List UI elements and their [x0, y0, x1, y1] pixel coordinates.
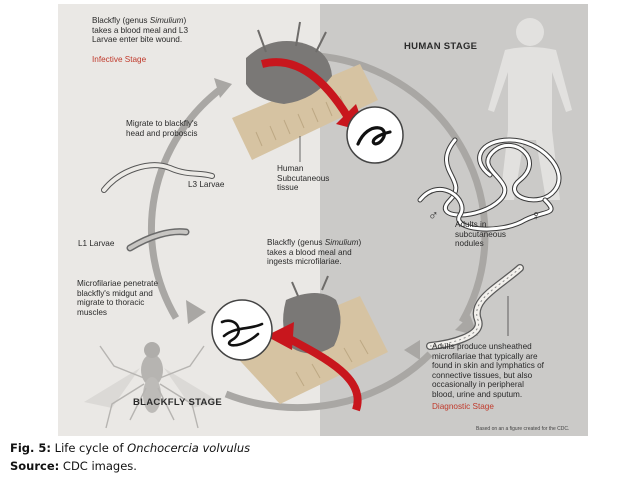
- label-ingest-bite: Blackfly (genus Simulium) takes a blood …: [267, 238, 362, 267]
- female-symbol: ♀: [531, 207, 542, 223]
- male-symbol: ♂: [428, 207, 439, 223]
- blackfly-stage-title: BLACKFLY STAGE: [133, 397, 223, 408]
- label-l3-larvae: L3 Larvae: [188, 180, 225, 189]
- label-microfilariae-penetrate: Microfilariae penetrate blackfly's midgu…: [77, 279, 159, 317]
- adult-female-worm: [426, 264, 524, 350]
- label-adults-produce: Adults produce unsheathed microfilariae …: [432, 342, 544, 399]
- label-infective-bite: Blackfly (genus Simulium) takes a blood …: [92, 16, 189, 45]
- label-l1-larvae: L1 Larvae: [78, 239, 115, 248]
- label-human-tissue: Human Subcutaneous tissue: [277, 164, 330, 193]
- cycle-arrows: [147, 52, 489, 412]
- top-bite-illustration: [232, 21, 404, 164]
- blackfly-silhouette: [84, 342, 220, 429]
- label-adults-nodules: Adults in subcutaneous nodules: [455, 220, 506, 249]
- leader-lines: [299, 136, 509, 336]
- bottom-bite-illustration: [211, 275, 388, 412]
- l1-larvae-worm: [126, 228, 190, 252]
- figure-credit: Based on an a figure created for the CDC…: [476, 426, 570, 432]
- figure-caption: Fig. 5: Life cycle of Onchocercia volvul…: [10, 441, 251, 455]
- arrow-head-bottom: [404, 340, 420, 360]
- arrow-head-migrate: [214, 78, 232, 98]
- human-stage-title: HUMAN STAGE: [404, 41, 478, 52]
- adult-worms-nodule: [417, 137, 562, 232]
- l3-larvae-worm: [101, 162, 215, 193]
- label-infective-stage: Infective Stage: [92, 55, 147, 64]
- source-caption: Source: CDC images.: [10, 459, 137, 473]
- arrow-head-blackfly: [186, 300, 206, 324]
- label-diagnostic-stage: Diagnostic Stage: [432, 402, 494, 411]
- label-migrate-head: Migrate to blackfly's head and proboscis: [126, 119, 198, 138]
